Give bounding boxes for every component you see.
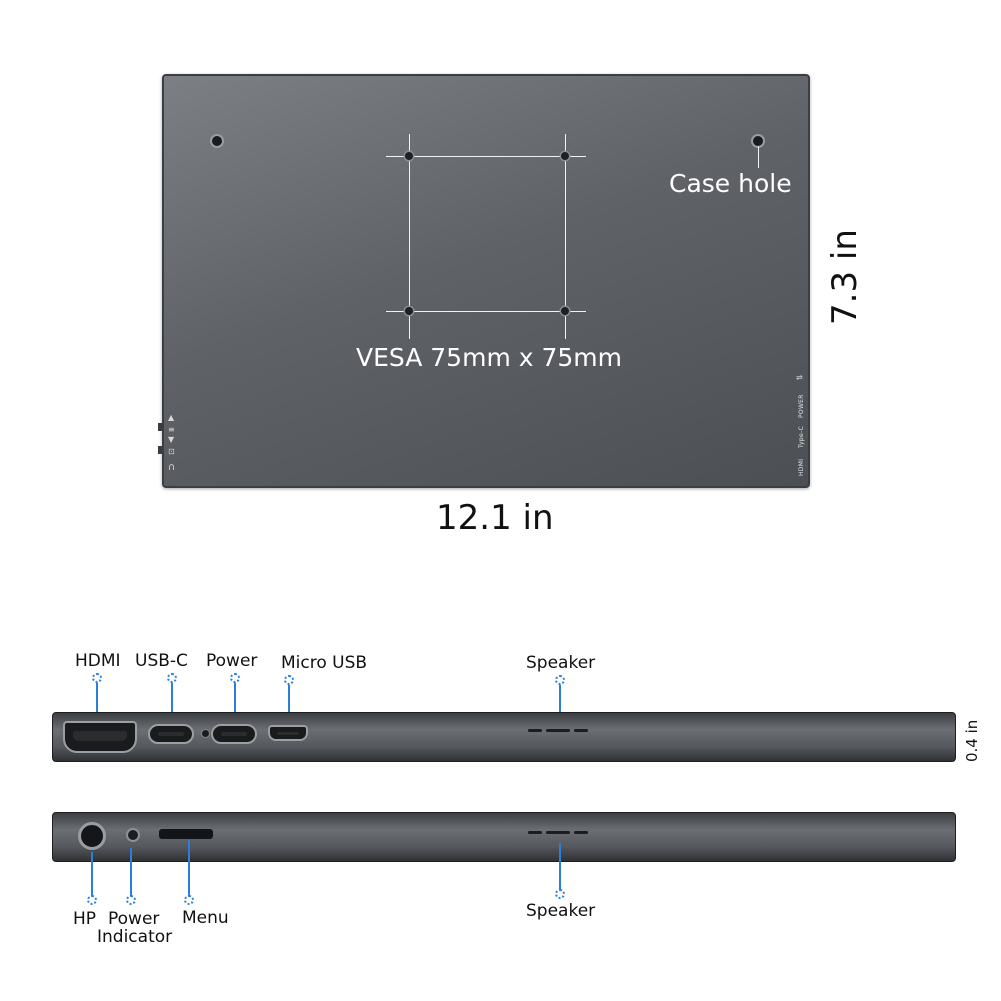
callout-line <box>171 681 173 725</box>
power-indicator-led <box>126 828 140 842</box>
callout-line <box>130 848 132 897</box>
micro-usb-label: Micro USB <box>281 653 368 673</box>
callout-dot <box>284 675 294 685</box>
side-button <box>158 446 162 454</box>
speaker-slot <box>546 729 570 732</box>
speaker-slot <box>528 831 542 834</box>
speaker-slot <box>546 831 570 834</box>
micro-usb-port <box>268 725 308 741</box>
pinhole <box>201 729 210 738</box>
vesa-label: VESA 75mm x 75mm <box>356 343 623 372</box>
monitor-back-panel: Case hole VESA 75mm x 75mm HDMI Type-C P… <box>162 74 810 488</box>
callout-dot <box>555 675 565 685</box>
callout-dot <box>230 673 240 683</box>
print-typec: Type-C <box>798 426 805 448</box>
case-hole-pointer <box>758 146 759 168</box>
callout-line <box>559 683 561 727</box>
callout-dot <box>92 673 102 683</box>
speaker-label-bottom: Speaker <box>526 901 596 921</box>
vesa-screw-hole <box>561 152 569 160</box>
case-hole-label: Case hole <box>669 169 792 198</box>
exit-icon: ⊡ <box>168 447 175 456</box>
hdmi-label: HDMI <box>75 651 121 671</box>
vesa-screw-hole <box>405 152 413 160</box>
vesa-guide-right <box>565 134 566 339</box>
callout-line <box>288 683 290 725</box>
width-dimension-label: 12.1 in <box>436 498 554 538</box>
usbc-label: USB-C <box>135 651 188 671</box>
power-usbc-port <box>211 724 257 744</box>
monitor-top-edge <box>52 712 956 762</box>
vesa-guide-top <box>386 156 586 157</box>
callout-dot <box>184 895 194 905</box>
print-power: POWER <box>798 394 805 418</box>
callout-dot <box>167 673 177 683</box>
usbc-port <box>148 724 194 744</box>
usb-icon: ⇌ <box>796 373 803 382</box>
callout-line <box>234 681 236 725</box>
height-dimension-label: 7.3 in <box>825 229 865 325</box>
power-indicator-label-line2: Indicator <box>97 927 173 947</box>
menu-icon: ≡ <box>168 425 175 434</box>
menu-label: Menu <box>182 908 229 928</box>
case-hole-left <box>212 136 222 146</box>
down-arrow-icon: ▼ <box>168 435 175 444</box>
vesa-guide-left <box>409 134 410 339</box>
vesa-guide-bottom <box>386 311 586 312</box>
monitor-bottom-edge <box>52 812 956 862</box>
callout-line <box>91 852 93 897</box>
headphone-jack <box>78 822 106 850</box>
hp-label: HP <box>73 909 97 929</box>
callout-line <box>559 843 561 891</box>
up-arrow-icon: ▲ <box>168 413 175 422</box>
power-label: Power <box>206 651 258 671</box>
case-hole-right <box>753 136 763 146</box>
callout-dot <box>87 895 97 905</box>
thickness-label: 0.4 in <box>963 719 981 762</box>
callout-dot <box>126 895 136 905</box>
hdmi-port <box>63 721 137 753</box>
print-hdmi: HDMI <box>798 458 805 476</box>
speaker-slot <box>574 729 588 732</box>
headphone-icon: ∩ <box>168 462 176 473</box>
callout-dot <box>555 889 565 899</box>
speaker-label-top: Speaker <box>526 653 596 673</box>
speaker-slot <box>528 729 542 732</box>
callout-line <box>96 681 98 721</box>
speaker-slot <box>574 831 588 834</box>
callout-line <box>188 840 190 897</box>
menu-wheel <box>159 829 213 839</box>
vesa-screw-hole <box>561 307 569 315</box>
power-indicator-label-line1: Power <box>108 909 160 929</box>
side-button <box>158 423 162 431</box>
vesa-screw-hole <box>405 307 413 315</box>
